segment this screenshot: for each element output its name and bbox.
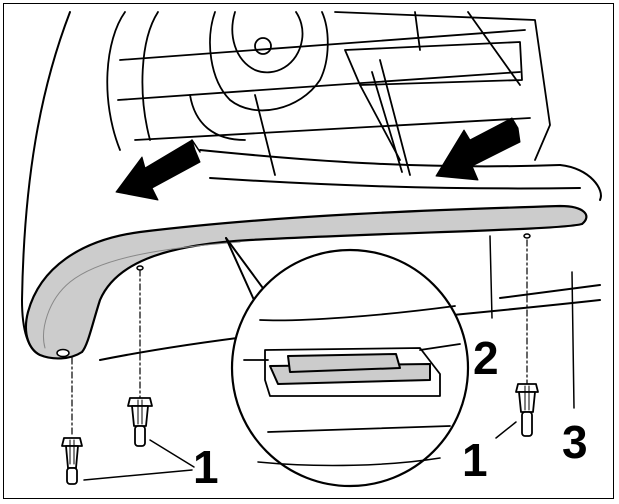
push-clip-icon bbox=[515, 383, 539, 437]
leader-lines bbox=[83, 235, 575, 481]
push-clip-icon bbox=[127, 397, 153, 447]
push-clip-icon bbox=[61, 437, 83, 485]
clip-guide-lines bbox=[71, 239, 528, 437]
grille-mesh bbox=[106, 11, 551, 176]
callout-clips-right: 1 bbox=[462, 434, 488, 486]
arrow-left-down-icon bbox=[435, 117, 521, 181]
detail-magnifier-icon bbox=[225, 237, 470, 488]
arrow-left-down-icon bbox=[115, 139, 201, 201]
callout-clips-left: 1 bbox=[193, 441, 219, 493]
callout-trim-strip: 2 bbox=[473, 332, 499, 384]
callout-bumper: 3 bbox=[562, 416, 588, 468]
emblem-housing bbox=[189, 11, 329, 141]
